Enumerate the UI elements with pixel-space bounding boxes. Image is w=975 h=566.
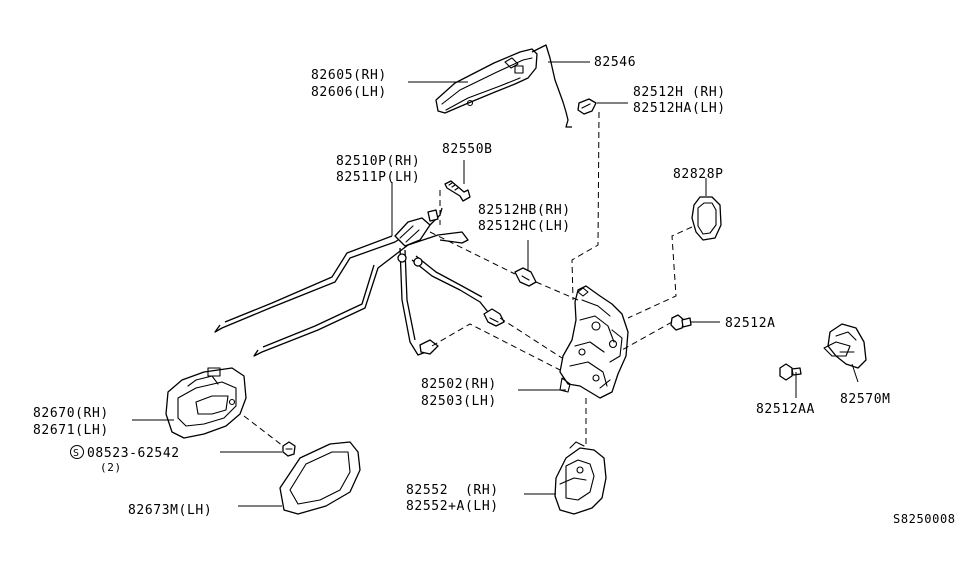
label-82552: 82552 (RH) bbox=[406, 483, 499, 498]
label-82605: 82605(RH) bbox=[311, 68, 387, 83]
inside-door-handle bbox=[165, 367, 247, 439]
label-82512a: 82512A bbox=[725, 316, 776, 331]
label-82512hc: 82512HC(LH) bbox=[478, 219, 571, 234]
label-82552a: 82552+A(LH) bbox=[406, 499, 499, 514]
screw-symbol: S bbox=[70, 445, 84, 459]
rod-connector bbox=[483, 308, 505, 327]
label-82512hb: 82512HB(RH) bbox=[478, 203, 571, 218]
door-striker bbox=[823, 323, 867, 369]
outside-handle-rod bbox=[531, 44, 572, 128]
leader-lines bbox=[132, 61, 859, 507]
label-82503: 82503(LH) bbox=[421, 394, 497, 409]
label-82512aa: 82512AA bbox=[756, 402, 815, 417]
label-82550b: 82550B bbox=[442, 142, 493, 157]
bolt-82512aa bbox=[779, 363, 802, 381]
label-82671: 82671(LH) bbox=[33, 423, 109, 438]
label-screw-qty: (2) bbox=[100, 461, 122, 474]
label-82606: 82606(LH) bbox=[311, 85, 387, 100]
assembly-lines bbox=[243, 111, 693, 447]
label-82510p: 82510P(RH) bbox=[336, 154, 420, 169]
grommet-82828p bbox=[691, 196, 722, 241]
rod-clip-mid bbox=[514, 267, 537, 287]
label-82670: 82670(RH) bbox=[33, 406, 109, 421]
bolt-82550b bbox=[444, 180, 471, 202]
label-82570m: 82570M bbox=[840, 392, 891, 407]
door-lock-actuator bbox=[559, 285, 629, 399]
label-82512h: 82512H (RH) bbox=[633, 85, 726, 100]
part-labels: 82605(RH) 82606(LH) 82546 82512H (RH) 82… bbox=[33, 55, 956, 526]
outside-door-handle bbox=[435, 48, 538, 114]
rod-clip-top bbox=[577, 98, 597, 115]
lock-cover bbox=[554, 441, 607, 515]
label-08523-62542: 08523-62542 bbox=[87, 446, 180, 461]
lock-rod-assembly bbox=[214, 207, 493, 357]
label-82828p: 82828P bbox=[673, 167, 724, 182]
bolt-82512a bbox=[670, 314, 692, 331]
label-82512ha: 82512HA(LH) bbox=[633, 101, 726, 116]
screw-08523-62542 bbox=[282, 441, 296, 457]
label-82546: 82546 bbox=[594, 55, 636, 70]
label-82502: 82502(RH) bbox=[421, 377, 497, 392]
diagram-code: S8250008 bbox=[893, 512, 956, 526]
handle-escutcheon bbox=[279, 441, 361, 515]
screw-symbol-letter: S bbox=[73, 448, 80, 459]
label-82673m: 82673M(LH) bbox=[128, 503, 212, 518]
label-82511p: 82511P(LH) bbox=[336, 170, 420, 185]
